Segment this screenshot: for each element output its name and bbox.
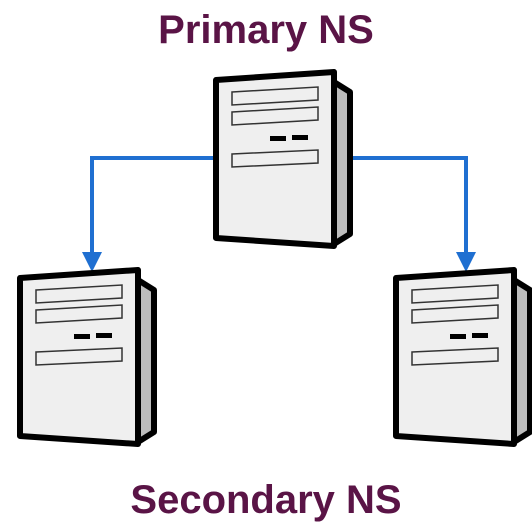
- secondary-ns-label: Secondary NS: [130, 478, 402, 522]
- connector-primary-to-secondary-right: [350, 156, 476, 272]
- secondary-server-left-icon: [20, 270, 154, 444]
- secondary-server-right-icon: [396, 270, 530, 444]
- primary-server-icon: [216, 72, 350, 246]
- connector-primary-to-secondary-left: [82, 156, 214, 272]
- primary-ns-label: Primary NS: [158, 8, 374, 52]
